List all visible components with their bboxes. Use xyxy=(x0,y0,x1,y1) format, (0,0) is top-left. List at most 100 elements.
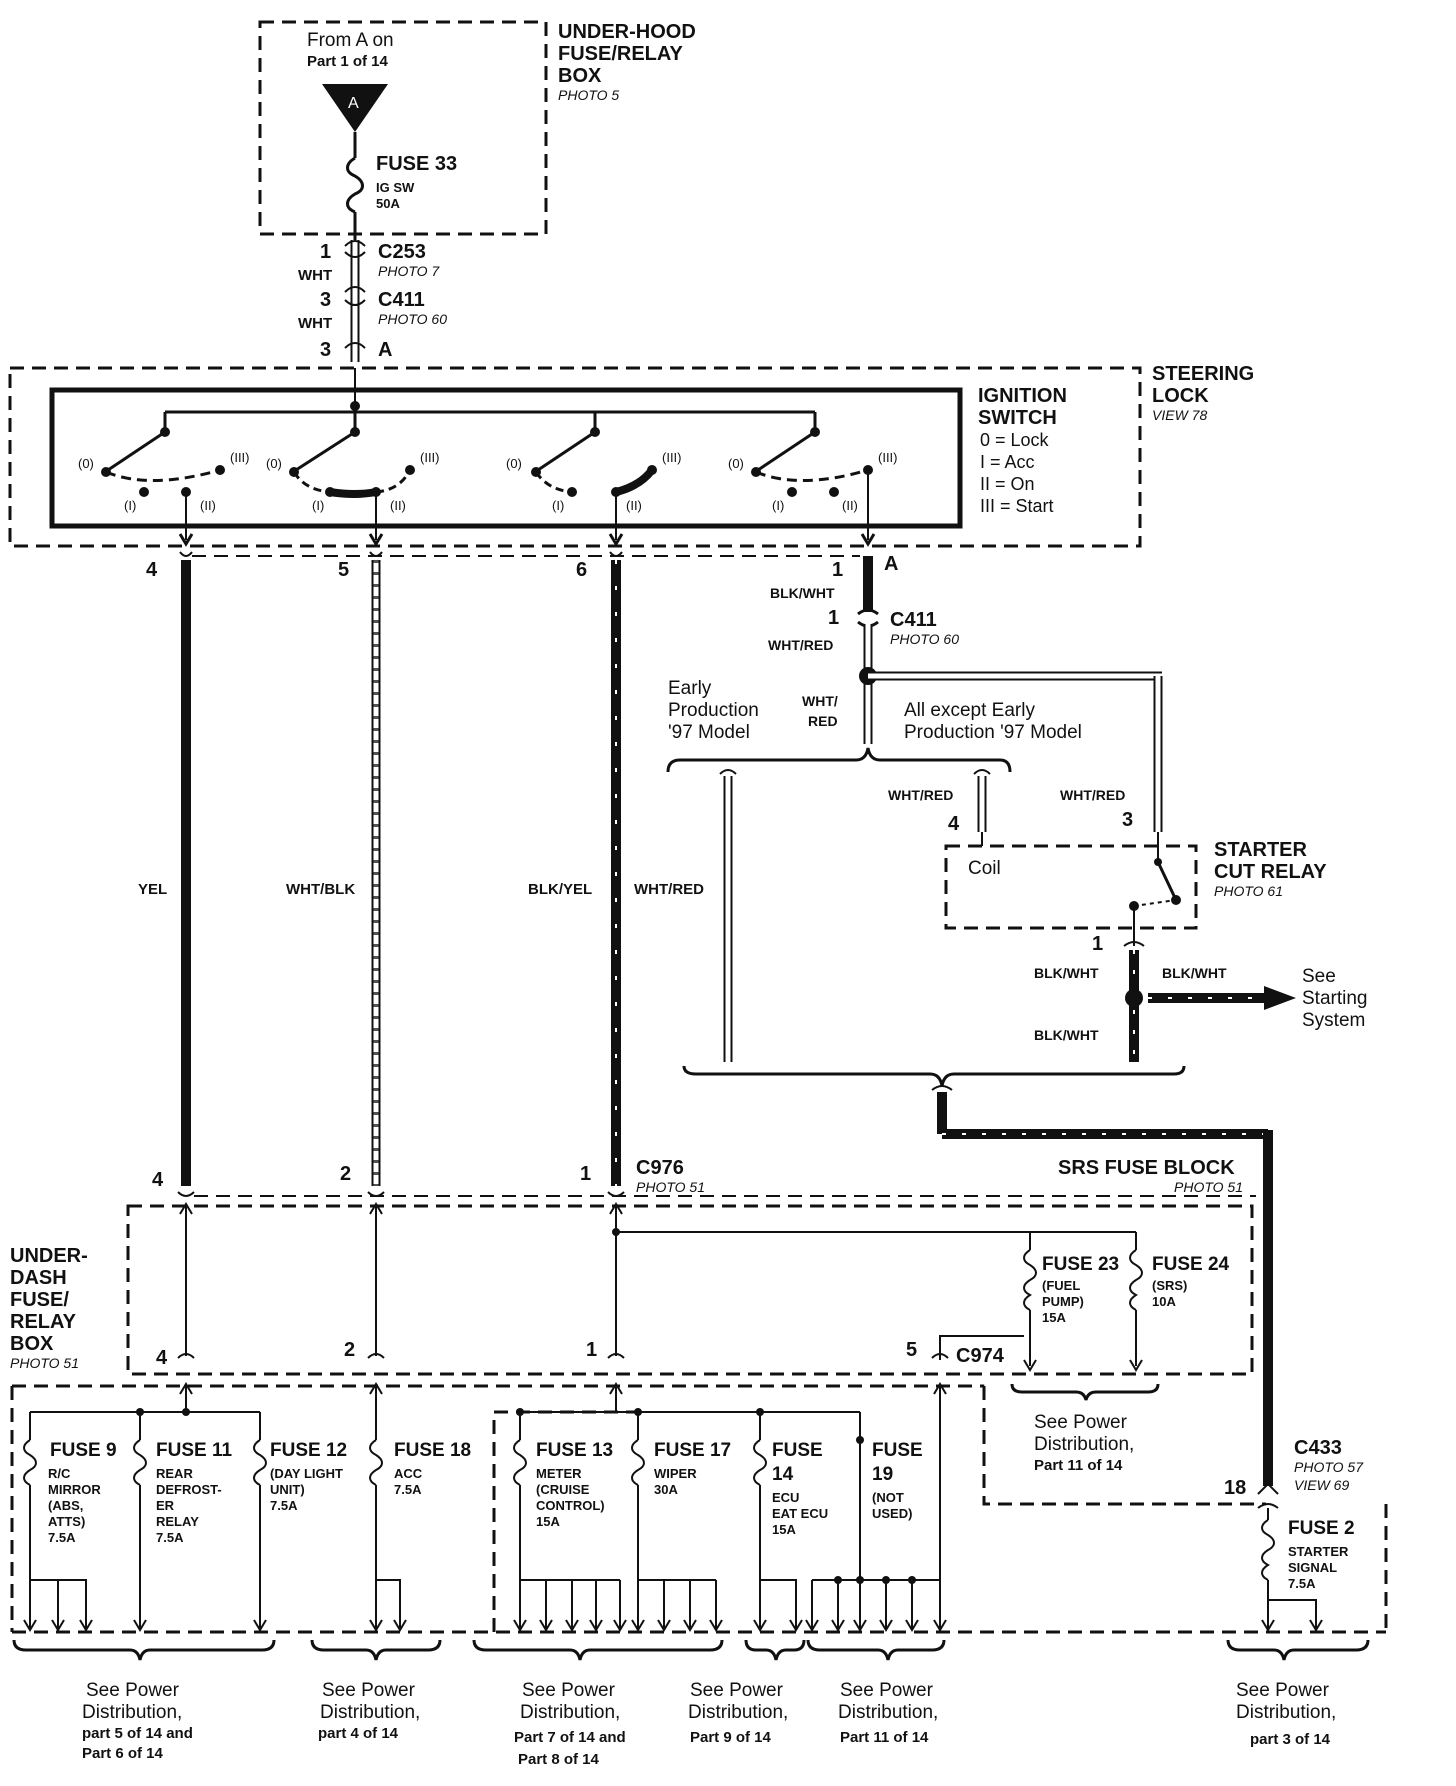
see3-l1: See Power xyxy=(522,1680,616,1701)
fuse23-d2: PUMP) xyxy=(1042,1294,1084,1309)
underdash-pin1: 1 xyxy=(586,1339,597,1361)
except-1: All except Early xyxy=(904,700,1035,721)
deck2-pos1: (I) xyxy=(312,498,324,513)
ign-in-letter: A xyxy=(378,339,392,361)
see6-l1: See Power xyxy=(1236,1680,1330,1701)
see3-l2: Distribution, xyxy=(520,1702,620,1723)
underdash-photo: PHOTO 51 xyxy=(10,1355,79,1371)
relay-photo: PHOTO 61 xyxy=(1214,883,1283,899)
pin-a-out: A xyxy=(884,553,898,575)
fuse24-d1: (SRS) xyxy=(1152,1278,1187,1293)
early-3: '97 Model xyxy=(668,722,750,743)
wire-label-wht-blk: WHT/BLK xyxy=(286,881,355,898)
underdash-title-2: FUSE/ xyxy=(10,1289,69,1311)
underhood-title3: BOX xyxy=(558,65,602,87)
ignition-switch-title2: SWITCH xyxy=(978,407,1057,429)
c411-top-photo: PHOTO 60 xyxy=(378,311,447,327)
fuse18-d1: ACC xyxy=(394,1466,423,1481)
relay-pin-4: 4 xyxy=(948,813,960,835)
see-starting-1: See xyxy=(1302,966,1336,987)
fuse24-d2: 10A xyxy=(1152,1294,1176,1309)
deck2-pos0: (0) xyxy=(266,456,282,471)
underhood-title1: UNDER-HOOD xyxy=(558,21,696,43)
underdash-title-4: BOX xyxy=(10,1333,54,1355)
see-p11a-3: Part 11 of 14 xyxy=(1034,1457,1123,1474)
c411-mid-name: C411 xyxy=(890,609,937,631)
steering-lock: STEERING LOCK VIEW 78 xyxy=(8,363,1254,548)
underdash-pin2: 2 xyxy=(344,1339,355,1361)
c253-photo: PHOTO 7 xyxy=(378,263,440,279)
from-a-line1: From A on xyxy=(307,30,394,51)
deck4-pos0: (0) xyxy=(728,456,744,471)
underhood-title2: FUSE/RELAY xyxy=(558,43,684,65)
c976-photo: PHOTO 51 xyxy=(636,1179,705,1195)
c411-mid-branch1: WHT/ xyxy=(802,693,838,709)
fuse13-d3: CONTROL) xyxy=(536,1498,605,1513)
c411-top-pin: 3 xyxy=(320,289,331,311)
c976-pin4: 4 xyxy=(152,1169,164,1191)
wire-label-yel: YEL xyxy=(138,881,167,898)
fuse23-name: FUSE 23 xyxy=(1042,1254,1119,1275)
fuse12-name: FUSE 12 xyxy=(270,1440,347,1461)
see-starting-2: Starting xyxy=(1302,988,1367,1009)
fuse2-name: FUSE 2 xyxy=(1288,1518,1355,1539)
fuse9-d1: R/C xyxy=(48,1466,71,1481)
fuse17-name: FUSE 17 xyxy=(654,1440,731,1461)
relay-pin-1: 1 xyxy=(1092,933,1103,955)
c433-name: C433 xyxy=(1294,1437,1342,1459)
see6-l3: part 3 of 14 xyxy=(1250,1731,1331,1748)
fuse-33-desc2: 50A xyxy=(376,196,400,211)
deck2-pos3: (III) xyxy=(420,450,440,465)
wire-label-blk-yel: BLK/YEL xyxy=(528,881,592,898)
fuse19-d1: (NOT xyxy=(872,1490,904,1505)
lower-fuse-panel: FUSE 9 R/C MIRROR (ABS, ATTS) 7.5A FUSE … xyxy=(10,1382,1388,1634)
relay-pin-3: 3 xyxy=(1122,809,1133,831)
see5-l3: Part 11 of 14 xyxy=(840,1729,929,1746)
underdash-title-3: RELAY xyxy=(10,1311,77,1333)
c411-mid-wire-below: WHT/RED xyxy=(768,637,833,653)
ignition-legend-0: 0 = Lock xyxy=(980,430,1050,450)
see4-l2: Distribution, xyxy=(688,1702,788,1723)
underdash-fuse-relay-box: UNDER- DASH FUSE/ RELAY BOX PHOTO 51 FUS… xyxy=(10,1202,1254,1474)
fuse12-d3: 7.5A xyxy=(270,1498,298,1513)
fuse14-d3: 15A xyxy=(772,1522,796,1537)
ignition-switch-title1: IGNITION xyxy=(978,385,1067,407)
fuse24-name: FUSE 24 xyxy=(1152,1254,1230,1275)
early-1: Early xyxy=(668,678,712,699)
srs-title: SRS FUSE BLOCK xyxy=(1058,1157,1235,1179)
deck3-pos2: (II) xyxy=(626,498,642,513)
underdash-title-1: DASH xyxy=(10,1267,67,1289)
c253-pin: 1 xyxy=(320,241,331,263)
fuse13-d2: (CRUISE xyxy=(536,1482,590,1497)
ignition-legend-3: III = Start xyxy=(980,496,1054,516)
ign-in-pin: 3 xyxy=(320,339,331,361)
fuse19-name2: 19 xyxy=(872,1464,893,1485)
c433-pin: 18 xyxy=(1224,1477,1246,1499)
fuse11-d2: DEFROST- xyxy=(156,1482,222,1497)
underhood-photo: PHOTO 5 xyxy=(558,87,619,103)
pin-5-out: 5 xyxy=(338,559,349,581)
fuse9-name: FUSE 9 xyxy=(50,1440,117,1461)
fuse19-d2: USED) xyxy=(872,1506,912,1521)
deck2-pos2: (II) xyxy=(390,498,406,513)
c976-connector: 4 2 1 C976 PHOTO 51 SRS FUSE BLOCK PHOTO… xyxy=(152,1157,1256,1197)
see6-l2: Distribution, xyxy=(1236,1702,1336,1723)
c411-branch: BLK/WHT 1 C411 PHOTO 60 WHT/RED WHT/ RED… xyxy=(666,556,1163,1062)
underhood-fuse-relay-box: From A on Part 1 of 14 A FUSE 33 IG SW 5… xyxy=(258,20,696,240)
fuse14-d2: EAT ECU xyxy=(772,1506,828,1521)
switch-deck-3: (0) (III) (I) (II) xyxy=(506,427,682,540)
fuse17-d2: 30A xyxy=(654,1482,678,1497)
fuse23-d3: 15A xyxy=(1042,1310,1066,1325)
fuse-33-symbol xyxy=(346,156,364,214)
relay-wire-right: WHT/RED xyxy=(1060,787,1125,803)
fuse12-d2: UNIT) xyxy=(270,1482,305,1497)
c411-top-name: C411 xyxy=(378,289,425,311)
relay-coil: Coil xyxy=(968,858,1001,879)
fuse11-d1: REAR xyxy=(156,1466,193,1481)
c976-pin2: 2 xyxy=(340,1163,351,1185)
fuse18-d2: 7.5A xyxy=(394,1482,422,1497)
fuse-33-desc1: IG SW xyxy=(376,180,415,195)
wht-feed-wire: 1 WHT C253 PHOTO 7 3 WHT C411 PHOTO 60 3… xyxy=(298,240,447,362)
underdash-c974: C974 xyxy=(956,1345,1005,1367)
